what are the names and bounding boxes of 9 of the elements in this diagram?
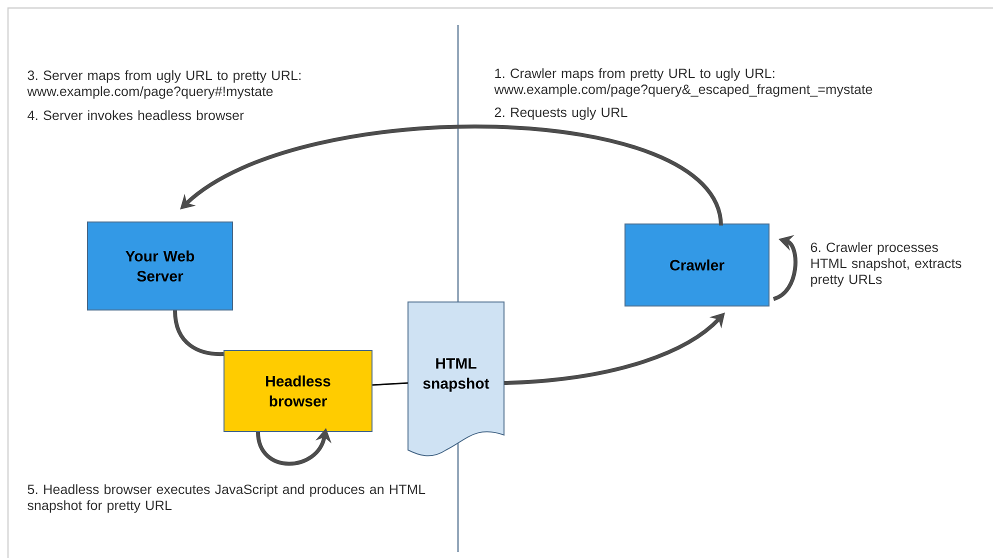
- annotation-text: 2. Requests ugly URL: [494, 107, 628, 120]
- annotation-text: 1. Crawler maps from pretty URL to ugly URL: www.example.com/page?query&_escaped_fragment_=mystate: [494, 68, 872, 97]
- annotation-text: 5. Headless browser executes JavaScript and produces an HTML snapshot for pretty URL: [28, 484, 426, 513]
- annotation-text: 6. Crawler processes HTML snapshot, extracts pretty URLs: [810, 242, 962, 287]
- annotation-text: 4. Server invokes headless browser: [28, 110, 244, 120]
- annotation-text: 3. Server maps from ugly URL to pretty URL: www.example.com/page?query#!mystate: [27, 70, 301, 99]
- process-box: Headless browser: [224, 350, 372, 432]
- process-box: Your Web Server: [87, 222, 233, 310]
- process-box: Crawler: [624, 224, 770, 306]
